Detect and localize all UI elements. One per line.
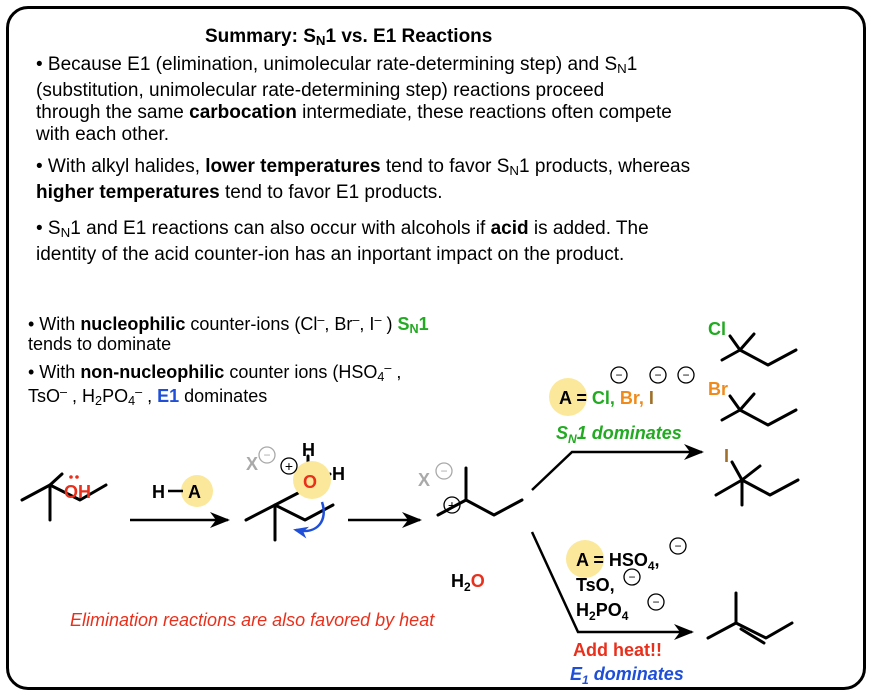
counter-ion-non-nucleophilic-cont: TsO– , H2PO4– , E1 dominates [28,385,268,408]
water-label: H2O [451,571,485,594]
highlight-a-nucleophilic [549,378,587,416]
reaction-arrow-sn1 [531,444,704,491]
svg-text:−: − [654,368,661,382]
svg-text:−: − [263,448,270,462]
highlight-a-non-nucleophilic [566,540,604,578]
svg-text:+: + [285,458,293,474]
bromide-product-skeleton [720,392,798,427]
page-title: Summary: SN1 vs. E1 Reactions [205,26,493,48]
paragraph-acid: • SN1 and E1 reactions can also occur wi… [36,218,649,265]
acid-a-label: A [188,482,201,502]
svg-text:−: − [628,570,635,584]
non-nucleophilic-acid-label: A = HSO4, [576,550,660,573]
add-heat-label: Add heat!! [573,640,662,660]
counter-ion-nucleophilic-cont: tends to dominate [28,334,172,354]
oxonium-o: O [303,472,317,492]
highlight-acid [181,475,213,507]
reaction-arrow-e1 [530,531,694,640]
oxonium-h-top: H [302,440,315,460]
anion-x-label-2: X [418,470,430,490]
svg-text:−: − [674,539,681,553]
tosylate-label: TsO, [576,575,615,595]
paragraph-temperature: • With alkyl halides, lower temperatures… [36,156,691,203]
counter-ion-nucleophilic: • With nucleophilic counter-ions (Cl–, B… [28,313,429,336]
svg-text:+: + [448,497,456,513]
svg-text:−: − [652,595,659,609]
counter-ion-non-nucleophilic: • With non-nucleophilic counter ions (HS… [28,361,402,384]
highlight-oxonium [293,461,331,499]
paragraph-carbocation: • Because E1 (elimination, unimolecular … [36,54,672,145]
hydroxyl-label: OH [64,482,91,502]
phosphate-label: H2PO4 [576,600,629,623]
electron-push-arrow [293,501,325,539]
chloride-product-skeleton [720,332,798,367]
acid-h-label: H [152,482,165,502]
product-br-label: Br [708,379,728,399]
svg-text:−: − [440,464,447,478]
product-i-label: I [724,446,729,466]
alcohol-skeleton [20,472,108,522]
alkene-product-skeleton [706,591,794,645]
product-cl-label: Cl [708,319,726,339]
svg-text:−: − [615,368,622,382]
summary-card [6,6,866,690]
heat-note: Elimination reactions are also favored b… [70,610,435,630]
e1-dominates-label: E1 dominates [570,664,684,687]
anion-x-label-1: X [246,454,258,474]
oxonium-h-right: H [332,464,345,484]
iodide-product-skeleton [714,460,800,507]
svg-text:−: − [682,368,689,382]
carbocation-skeleton [436,466,524,517]
sn1-dominates-label: SN1 dominates [556,423,682,446]
nucleophilic-acid-label: A = Cl, Br, I [559,388,654,408]
